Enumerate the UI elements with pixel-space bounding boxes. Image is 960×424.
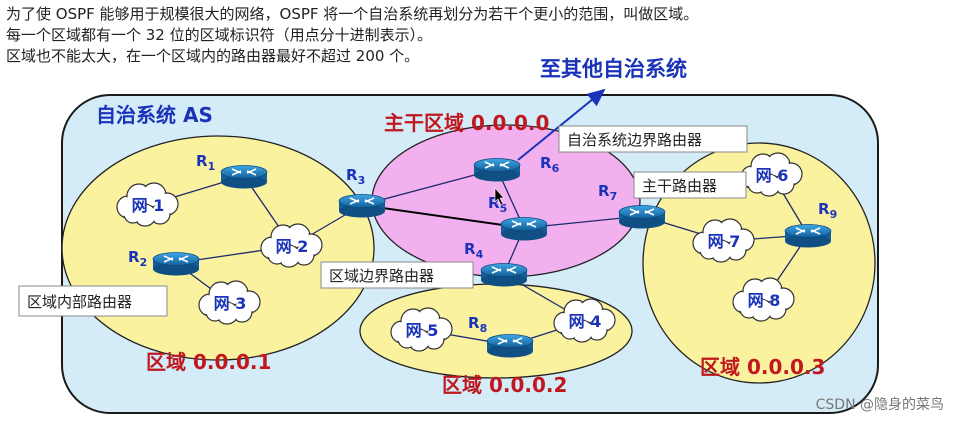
area-0-0-0-1-label: 区域 0.0.0.1 [146,350,271,374]
router-icon [473,158,521,182]
network-label: 网 8 [748,291,781,310]
abr-callout-text: 区域边界路由器 [329,267,434,285]
router-r8: R8 [468,314,534,358]
network-label: 网 5 [406,321,439,340]
network-label: 网 2 [276,237,309,256]
network-cloud-n6: 网 6 [740,152,803,197]
network-label: 网 1 [132,196,165,215]
router-icon [486,334,534,358]
network-cloud-n5: 网 5 [390,307,453,352]
network-label: 网 3 [214,294,247,313]
network-cloud-n1: 网 1 [116,182,179,227]
area-0-0-0-2-label: 区域 0.0.0.2 [442,373,567,397]
network-label: 网 4 [569,312,602,331]
network-cloud-n8: 网 8 [732,277,795,322]
network-label: 网 6 [756,166,789,185]
asbr-callout: 自治系统边界路由器 [558,125,748,153]
intro-line-2: 每一个区域都有一个 32 位的区域标识符（用点分十进制表示）。 [6,26,433,44]
internal-router-callout-text: 区域内部路由器 [27,293,132,311]
external-as-arrow [517,88,606,161]
area-0-0-0-3-label: 区域 0.0.0.3 [700,355,825,379]
network-cloud-n7: 网 7 [692,218,755,263]
external-as-label: 至其他自治系统 [540,57,687,81]
router-icon [618,205,666,229]
router-icon [338,194,386,218]
router-r5: R5 [488,194,548,241]
intro-text: 为了使 OSPF 能够用于规模很大的网络，OSPF 将一个自治系统再划分为若干个… [6,4,698,67]
backbone-router-callout-text: 主干路由器 [642,177,717,195]
intro-line-1: 为了使 OSPF 能够用于规模很大的网络，OSPF 将一个自治系统再划分为若干个… [6,5,699,23]
area-0-0-0-1-region [61,135,375,361]
router-icon [480,263,528,287]
router-icon [500,217,548,241]
as-label: 自治系统 AS [96,103,213,127]
router-r4: R4 [464,240,528,287]
asbr-callout-text: 自治系统边界路由器 [567,131,702,149]
watermark: CSDN @隐身的菜鸟 [815,397,944,413]
internal-router-callout: 区域内部路由器 [18,285,168,317]
area-0-0-0-3-region [642,142,876,384]
router-r1: R1 [196,152,268,189]
network-label: 网 7 [708,232,741,251]
network-cloud-n2: 网 2 [260,223,323,268]
intro-line-3: 区域也不能太大，在一个区域内的路由器最好不超过 200 个。 [6,47,420,65]
router-icon [152,252,200,276]
router-icon [220,165,268,189]
mouse-cursor [494,187,505,206]
router-r2: R2 [128,248,200,276]
backbone-router-callout: 主干路由器 [633,171,747,199]
network-cloud-n3: 网 3 [198,280,261,325]
backbone-area-label: 主干区域 0.0.0.0 [384,111,549,135]
router-icon [784,224,832,248]
abr-callout: 区域边界路由器 [320,261,474,289]
network-cloud-n4: 网 4 [553,298,616,343]
